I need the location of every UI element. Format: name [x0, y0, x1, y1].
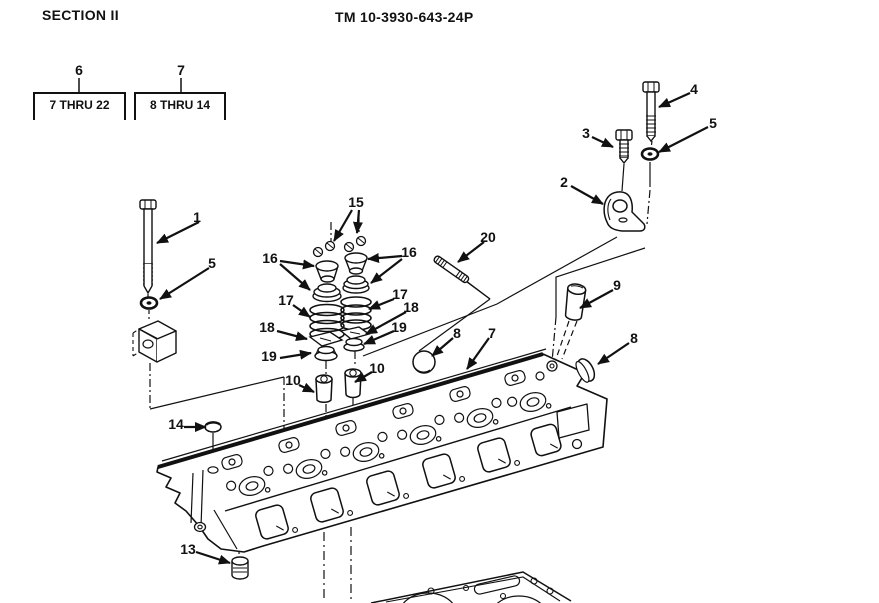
cylinder-head — [156, 348, 608, 553]
head-rocker-pedestals — [221, 370, 526, 470]
callout-2: 2 — [560, 174, 568, 190]
leader-arrows — [156, 91, 709, 565]
callout-8-left: 8 — [453, 325, 461, 341]
callout-16-left: 16 — [262, 250, 278, 266]
valve-keepers-15 — [312, 235, 367, 258]
callout-14: 14 — [168, 416, 184, 432]
callout-19-right: 19 — [391, 319, 407, 335]
plug-8-right — [575, 358, 596, 383]
callout-18-right: 18 — [403, 299, 419, 315]
cap-14 — [204, 421, 222, 433]
callout-17-left: 17 — [278, 292, 294, 308]
valve-9 — [564, 283, 587, 321]
legend-callout-6: 6 — [75, 62, 83, 78]
head-gasket — [370, 571, 572, 603]
bolt-3 — [615, 129, 633, 165]
callout-18-left: 18 — [259, 319, 275, 335]
valve-retainer-16-left — [315, 260, 339, 283]
section-title: SECTION II — [42, 7, 119, 23]
callout-10-left: 10 — [285, 372, 301, 388]
stud-20 — [433, 255, 470, 284]
callout-10-right: 10 — [369, 360, 385, 376]
legend-range-box-1: 7 THRU 22 — [33, 92, 126, 120]
callout-17-right: 17 — [392, 286, 408, 302]
callout-15: 15 — [348, 194, 364, 210]
callout-3: 3 — [582, 125, 590, 141]
plug-8-left — [412, 350, 436, 374]
spacer-block — [132, 320, 177, 363]
callout-4: 4 — [690, 81, 698, 97]
callout-16-right: 16 — [401, 244, 417, 260]
valve-spring-17-right — [340, 296, 372, 331]
valve-rotator-16-right — [342, 275, 370, 294]
head-valve-clusters — [226, 392, 552, 496]
valve-rotator-16-left — [312, 283, 342, 303]
valve-seal-19-left — [314, 345, 338, 362]
washer-5-right — [640, 147, 660, 161]
callout-13: 13 — [180, 541, 196, 557]
callout-19-left: 19 — [261, 348, 277, 364]
legend-range-2: 8 THRU 14 — [149, 98, 211, 112]
tm-number: TM 10-3930-643-24P — [335, 9, 474, 25]
legend-callout-7: 7 — [177, 62, 185, 78]
callout-7-head: 7 — [488, 325, 496, 341]
callout-20: 20 — [480, 229, 496, 245]
callout-8-right: 8 — [630, 330, 638, 346]
washer-5-left — [139, 296, 159, 310]
lifting-bracket-2 — [603, 191, 646, 232]
callout-1: 1 — [193, 209, 201, 225]
head-exhaust-ports — [255, 423, 562, 540]
callout-5-right: 5 — [709, 115, 717, 131]
legend-range-1: 7 THRU 22 — [49, 98, 110, 112]
bolt-4 — [642, 81, 660, 143]
legend-range-box-2: 8 THRU 14 — [134, 92, 226, 120]
lifter-10-right — [344, 368, 362, 399]
legend-ticks — [78, 78, 182, 92]
bolt-1 — [139, 199, 157, 295]
spring-seat-18-left — [308, 331, 344, 347]
lifter-10-left — [315, 374, 333, 403]
valve-retainer-16-right — [344, 252, 368, 275]
valve-seal-19-right — [343, 337, 365, 352]
plug-13 — [231, 556, 249, 580]
callout-5-left: 5 — [208, 255, 216, 271]
callout-9: 9 — [613, 277, 621, 293]
